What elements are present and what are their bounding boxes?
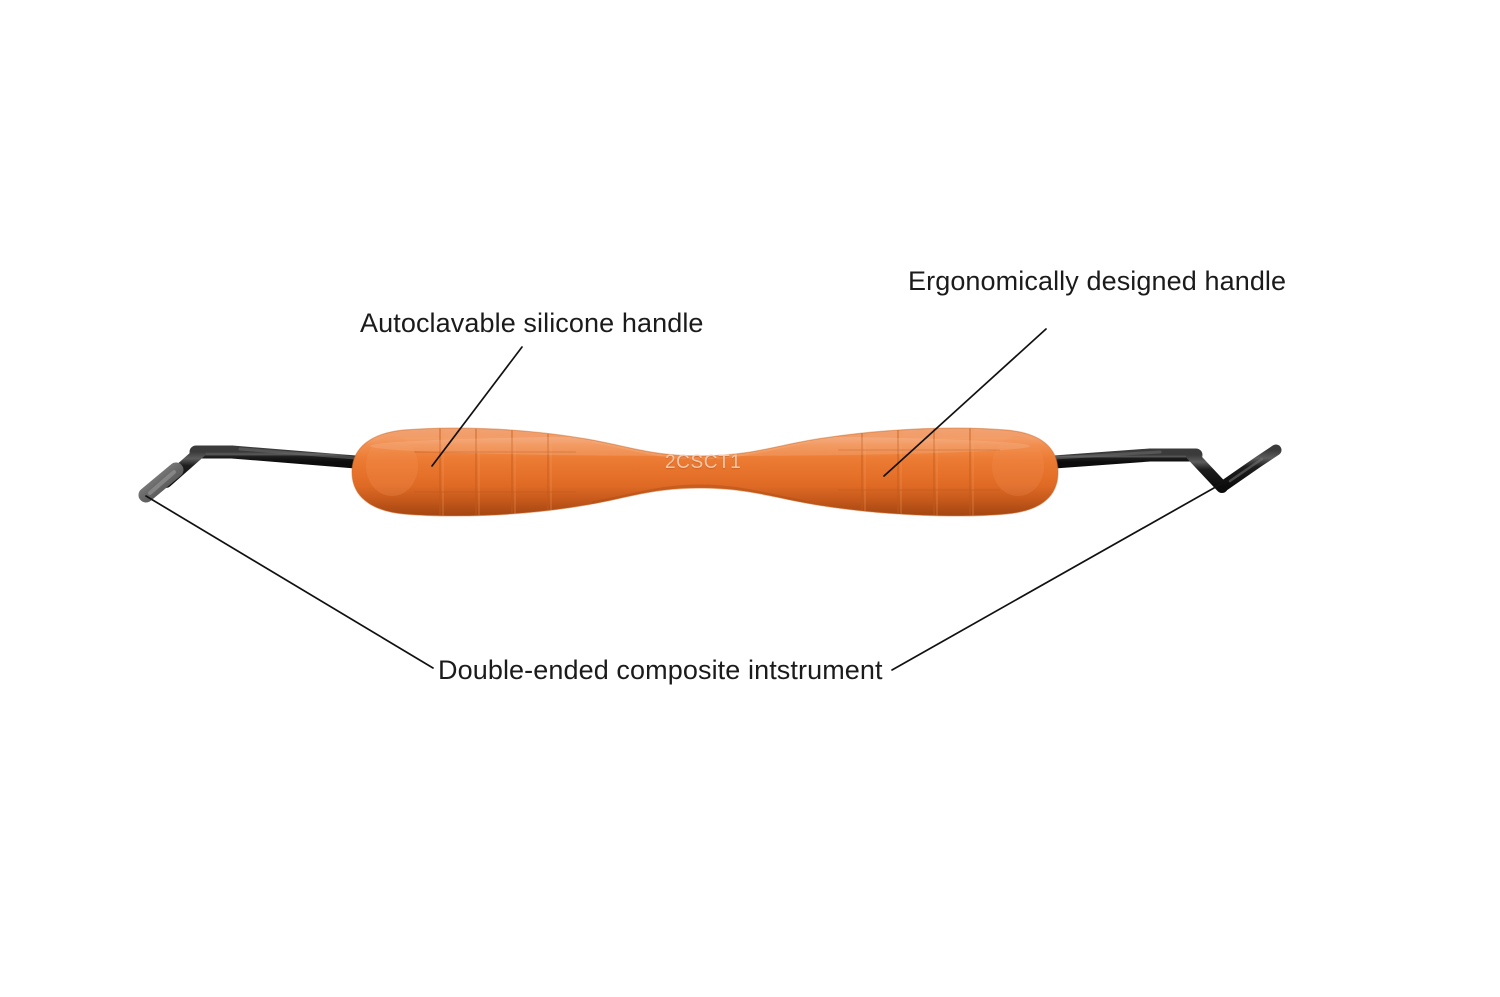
- right-hook-tip: [1186, 444, 1282, 493]
- annotation-label-double-ended: Double-ended composite intstrument: [438, 655, 883, 685]
- leader-line-double-ended-right: [891, 483, 1222, 671]
- leader-line-double-ended-left: [145, 495, 434, 669]
- silicone-handle: [351, 427, 1059, 517]
- product-code-label: 2CSCT1: [665, 452, 742, 473]
- leader-line-autoclavable: [431, 346, 523, 467]
- left-blade-tip: [138, 462, 184, 503]
- annotation-label-autoclavable: Autoclavable silicone handle: [360, 308, 704, 338]
- leader-lines: [145, 328, 1222, 671]
- left-shank: [160, 445, 363, 488]
- annotation-label-ergonomic: Ergonomically designed handle: [908, 266, 1287, 296]
- leader-line-ergonomic: [883, 328, 1047, 477]
- right-shank: [1047, 448, 1203, 469]
- handle-texture: [352, 428, 1058, 516]
